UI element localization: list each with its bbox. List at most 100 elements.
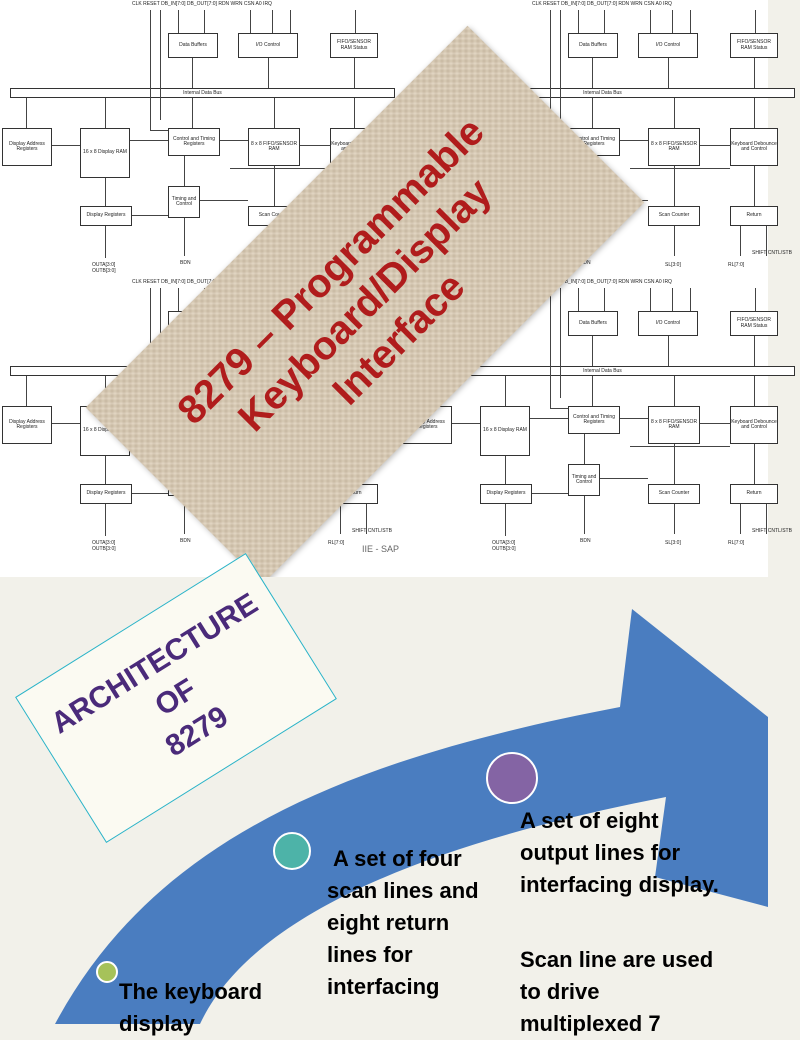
block-scan-counter: Scan Counter	[648, 206, 700, 226]
connector-line	[584, 496, 585, 534]
bottom-signal-label: RL[7:0]	[328, 540, 345, 546]
block-display-registers: Display Registers	[80, 484, 132, 504]
block-display-registers: Display Registers	[480, 484, 532, 504]
connector-line	[354, 58, 355, 88]
block-timing-control: Timing and Control	[568, 464, 600, 496]
connector-line	[132, 215, 168, 216]
block-io-control: I/O Control	[638, 33, 698, 58]
connector-line	[700, 145, 730, 146]
connector-line	[600, 478, 648, 479]
connector-line	[220, 140, 248, 141]
connector-line	[560, 10, 561, 120]
bottom-signal-label: BDN	[180, 260, 191, 266]
connector-line	[354, 98, 355, 128]
connector-line	[530, 418, 568, 419]
block-debounce: Keyboard Debounce and Control	[730, 128, 778, 166]
point-2-dot	[273, 832, 311, 870]
connector-line	[340, 504, 341, 534]
bottom-signal-label: SL[3:0]	[665, 540, 681, 546]
internal-data-bus: Internal Data Bus	[10, 88, 395, 98]
connector-line	[505, 504, 506, 536]
connector-line	[592, 336, 593, 366]
block-data-buffers: Data Buffers	[568, 33, 618, 58]
connector-line	[52, 423, 80, 424]
block-data-buffers: Data Buffers	[168, 33, 218, 58]
point-1-dot	[96, 961, 118, 983]
connector-line	[230, 168, 330, 169]
connector-line	[178, 288, 179, 311]
block-timing-control: Timing and Control	[168, 186, 200, 218]
block-diagram-copy: CLK RESET DB_IN[7:0] DB_OUT[7:0] RDN WRN…	[400, 278, 800, 556]
connector-line	[550, 288, 551, 408]
connector-line	[505, 376, 506, 406]
top-signal-labels: CLK RESET DB_IN[7:0] DB_OUT[7:0] RDN WRN…	[132, 279, 272, 285]
connector-line	[674, 226, 675, 256]
connector-line	[366, 504, 367, 534]
connector-line	[290, 10, 291, 33]
block-data-buffers: Data Buffers	[568, 311, 618, 336]
bottom-signal-label: RL[7:0]	[728, 540, 745, 546]
connector-line	[105, 178, 106, 206]
block-display-address: Display Address Registers	[2, 406, 52, 444]
connector-line	[184, 156, 185, 186]
connector-line	[550, 10, 551, 130]
connector-line	[690, 10, 691, 33]
connector-line	[672, 288, 673, 311]
connector-line	[268, 58, 269, 88]
connector-line	[204, 10, 205, 33]
connector-line	[192, 58, 193, 88]
slide-footer: IIE - SAP	[362, 544, 400, 554]
connector-line	[578, 10, 579, 33]
block-diagram-copy: CLK RESET DB_IN[7:0] DB_OUT[7:0] RDN WRN…	[0, 0, 400, 278]
connector-line	[274, 98, 275, 128]
connector-line	[740, 504, 741, 534]
bottom-signal-label: OUTA[3:0] OUTB[3:0]	[92, 540, 116, 552]
connector-line	[150, 10, 151, 130]
block-return: Return	[730, 484, 778, 504]
point-3-extra-text: Scan line are used to drive multiplexed …	[520, 947, 714, 1036]
connector-line	[560, 288, 561, 398]
block-fifo-ram: 8 x 8 FIFO/SENSOR RAM	[248, 128, 300, 166]
connector-line	[532, 493, 568, 494]
block-display-ram: 16 x 8 Display RAM	[80, 128, 130, 178]
connector-line	[755, 288, 756, 311]
block-fifo-ram: 8 x 8 FIFO/SENSOR RAM	[648, 128, 700, 166]
connector-line	[754, 376, 755, 406]
connector-line	[674, 166, 675, 206]
connector-line	[650, 288, 651, 311]
bottom-signal-label: SHIFT CNTL/STB	[752, 528, 792, 534]
connector-line	[766, 226, 767, 256]
connector-line	[178, 10, 179, 33]
slide-title-8279: CLK RESET DB_IN[7:0] DB_OUT[7:0] RDN WRN…	[0, 0, 795, 585]
block-control-timing: Control and Timing Registers	[168, 128, 220, 156]
block-io-control: I/O Control	[638, 311, 698, 336]
connector-line	[52, 145, 80, 146]
connector-line	[184, 496, 185, 534]
connector-line	[740, 226, 741, 256]
connector-line	[754, 98, 755, 128]
connector-line	[26, 376, 27, 406]
connector-line	[674, 504, 675, 534]
bottom-signal-label: BDN	[180, 538, 191, 544]
block-debounce: Keyboard Debounce and Control	[730, 406, 778, 444]
connector-line	[620, 418, 648, 419]
connector-line	[200, 200, 248, 201]
slide-architecture: ARCHITECTURE OF 8279 The keyboard displa…	[0, 552, 768, 1036]
connector-line	[355, 10, 356, 33]
bottom-signal-label: BDN	[580, 260, 591, 266]
bottom-signal-label: SL[3:0]	[665, 262, 681, 268]
connector-line	[592, 58, 593, 88]
connector-line	[105, 226, 106, 258]
connector-line	[754, 58, 755, 88]
bottom-signal-label: OUTA[3:0] OUTB[3:0]	[92, 262, 116, 274]
connector-line	[674, 444, 675, 484]
connector-line	[592, 98, 593, 128]
connector-line	[105, 456, 106, 484]
connector-line	[160, 10, 161, 120]
point-1-text: The keyboard display	[119, 979, 263, 1036]
connector-line	[132, 493, 168, 494]
connector-line	[630, 446, 730, 447]
connector-line	[650, 10, 651, 33]
bottom-signal-label: SHIFT CNTL/STB	[352, 528, 392, 534]
top-signal-labels: CLK RESET DB_IN[7:0] DB_OUT[7:0] RDN WRN…	[532, 1, 672, 7]
